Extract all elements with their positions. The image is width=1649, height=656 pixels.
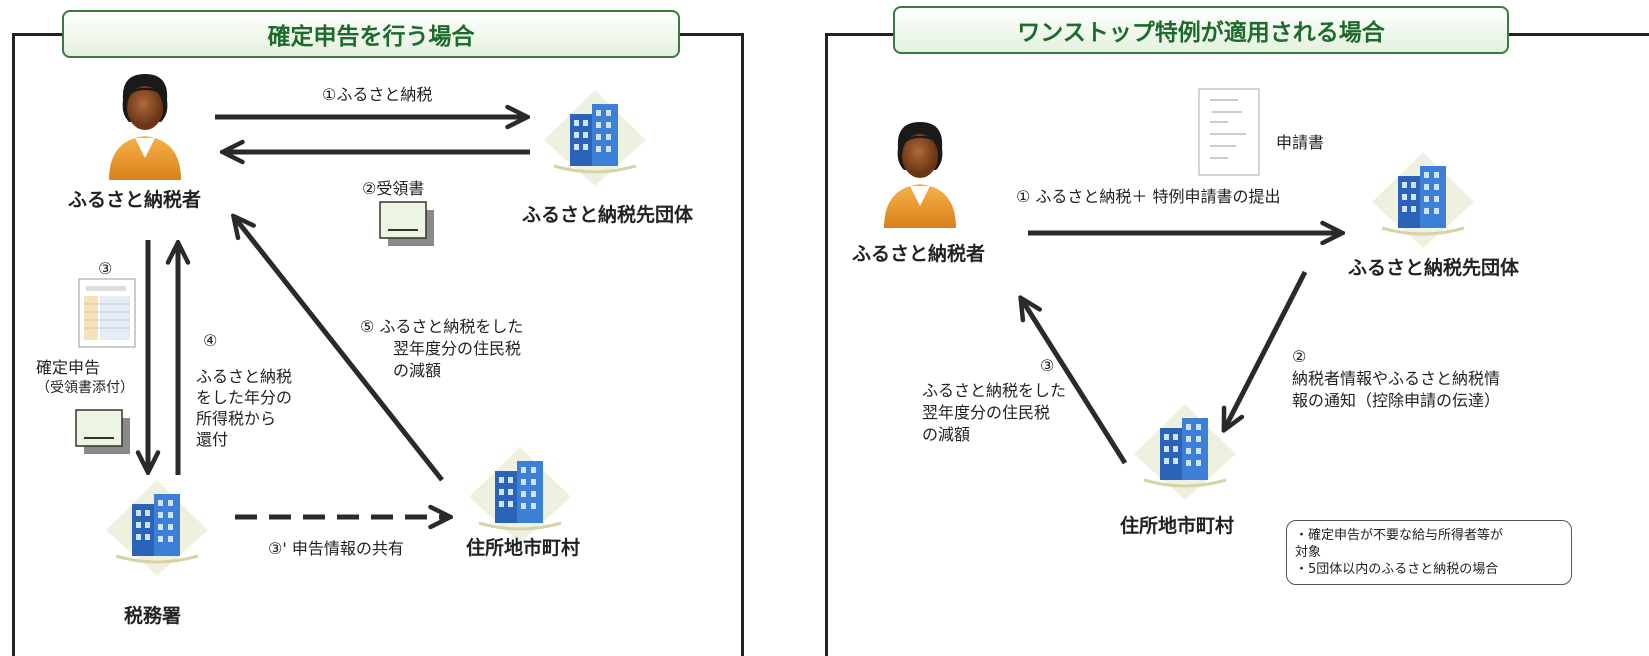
right-step2-number: ②	[1292, 347, 1307, 366]
step1-label: ①ふるさと納税	[322, 85, 433, 104]
right-step3-line1: ふるさと納税をした	[922, 381, 1067, 400]
step4-line4: 還付	[196, 430, 229, 449]
step4-line1: ふるさと納税	[196, 367, 293, 386]
step5-line3: の減額	[393, 361, 442, 380]
note-line2: 対象	[1295, 545, 1322, 560]
taxpayer-icon	[109, 74, 181, 180]
donee-building-icon-right	[1372, 152, 1474, 248]
arrow-resident-tax-reduction-left	[235, 218, 444, 482]
arrow-resident-tax-reduction-right	[1022, 300, 1128, 465]
tax-return-form-icon	[78, 278, 136, 348]
step5-line1: ⑤ ふるさと納税をした	[360, 317, 524, 336]
donee-label: ふるさと納税先団体	[522, 204, 694, 226]
municipality-building-icon	[469, 447, 571, 543]
donee-building-icon	[544, 90, 646, 186]
tax-return-label-line1: 確定申告	[36, 358, 101, 377]
municipality-building-icon-right	[1134, 404, 1236, 500]
right-step2-line1: 納税者情報やふるさと納税情	[1292, 369, 1501, 388]
left-panel-title: 確定申告を行う場合	[62, 10, 680, 58]
tax-office-building-icon	[106, 480, 208, 576]
application-form-label: 申請書	[1276, 133, 1325, 152]
taxpayer-icon-right	[884, 122, 956, 228]
arrow-notification	[1225, 270, 1308, 428]
donee-label-right: ふるさと納税先団体	[1348, 257, 1520, 279]
right-panel-title: ワンストップ特例が適用される場合	[893, 6, 1509, 54]
right-step1-label: ① ふるさと納税＋ 特例申請書の提出	[1016, 187, 1281, 206]
right-step3-line2: 翌年度分の住民税	[922, 403, 1051, 422]
step4-line3: 所得税から	[196, 409, 277, 428]
step4-number: ④	[203, 331, 218, 350]
right-step3-number: ③	[1040, 356, 1055, 375]
tax-office-label: 税務署	[124, 605, 182, 627]
right-step2-line2: 報の通知（控除申請の伝達）	[1292, 391, 1501, 410]
note-line1: ・確定申告が不要な給与所得者等が	[1295, 528, 1504, 543]
step3-number: ③	[98, 259, 113, 278]
step4-line2: をした年分の	[196, 388, 293, 407]
tax-return-label-line2: （受領書添付）	[36, 380, 134, 396]
step2-label: ②受領書	[362, 179, 425, 198]
application-form-icon	[1198, 88, 1260, 176]
attached-receipt-icon	[75, 409, 130, 454]
note-line3: ・5団体以内のふるさと納税の場合	[1295, 562, 1499, 577]
step3b-label: ③' 申告情報の共有	[268, 539, 404, 558]
municipality-label: 住所地市町村	[466, 537, 581, 559]
taxpayer-label: ふるさと納税者	[68, 189, 202, 211]
right-step3-line3: の減額	[922, 425, 971, 444]
step5-line2: 翌年度分の住民税	[393, 339, 522, 358]
conditions-note: ・確定申告が不要な給与所得者等が 対象 ・5団体以内のふるさと納税の場合	[1286, 520, 1572, 585]
municipality-label-right: 住所地市町村	[1120, 515, 1235, 537]
taxpayer-label-right: ふるさと納税者	[852, 243, 986, 265]
receipt-icon	[379, 201, 434, 246]
